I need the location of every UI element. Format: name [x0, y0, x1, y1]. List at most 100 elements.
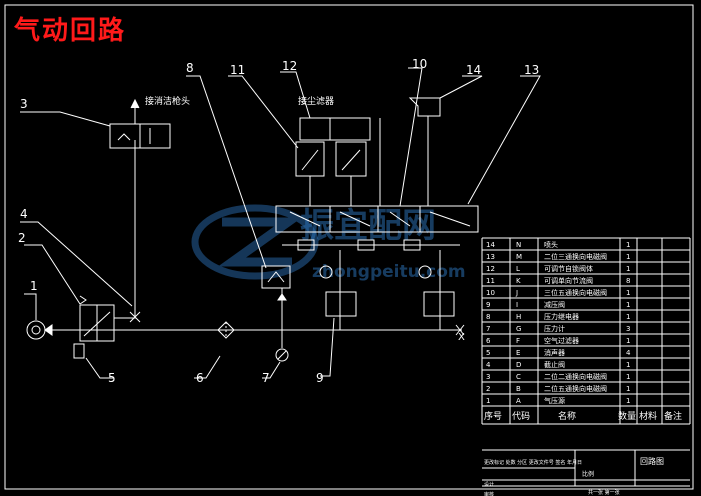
bom-row-code: H — [516, 313, 521, 321]
watermark-text: 振宜配网 — [300, 206, 436, 246]
bom-row-no: 7 — [486, 325, 490, 333]
valve-2-spring — [79, 295, 87, 305]
leader-1 — [24, 293, 37, 320]
air-source-icon — [26, 320, 46, 340]
bom-row-qty: 1 — [626, 289, 630, 297]
bom-row-qty: 1 — [626, 337, 630, 345]
bom-row-no: 14 — [486, 241, 495, 249]
bom-row-name: 消声器 — [544, 348, 565, 357]
note-top-mid: 接尘滤器 — [298, 95, 334, 107]
leader-10 — [399, 67, 423, 207]
bom-row-qty: 1 — [626, 253, 630, 261]
silencer-5 — [73, 343, 85, 359]
leader-5 — [85, 357, 114, 379]
leader-12 — [280, 71, 311, 119]
valve-10-body — [275, 205, 479, 233]
callout-3: 3 — [20, 97, 28, 111]
title-block-page: 共一张 第一张 — [588, 489, 620, 496]
bom-row-code: D — [516, 361, 521, 369]
bom-row-qty: 1 — [626, 361, 630, 369]
callout-11: 11 — [230, 63, 245, 77]
x-mark-label: X — [458, 332, 465, 343]
callout-2: 2 — [18, 231, 26, 245]
bom-row-name: 可调节自锁阀体 — [544, 264, 593, 273]
pressure-relay-8 — [261, 265, 291, 289]
bom-row-code: L — [516, 265, 520, 273]
drawing-title: 气动回路 — [14, 16, 127, 46]
leader-4 — [20, 221, 133, 307]
callout-10: 10 — [412, 57, 427, 71]
outer-frame — [4, 4, 694, 490]
bom-header-mat: 材料 — [639, 410, 657, 422]
title-block-drawing: 回路图 — [640, 456, 664, 466]
bom-row-no: 5 — [486, 349, 490, 357]
bom-row-name: 压力计 — [544, 324, 565, 333]
leader-6 — [194, 355, 221, 379]
leader-14 — [439, 75, 483, 99]
bom-row-name: 二位三通换向电磁阀 — [544, 252, 607, 261]
air-source-inner — [31, 325, 41, 335]
title-block-review: 审核 — [484, 491, 494, 496]
bom-row-code: J — [515, 289, 518, 297]
callout-13: 13 — [524, 63, 539, 77]
bom-row-code: E — [516, 349, 520, 357]
bom-row-qty: 1 — [626, 241, 630, 249]
bom-row-code: M — [516, 253, 522, 261]
bom-row-name: 气压源 — [544, 396, 565, 405]
bom-row-name: 空气过滤器 — [544, 336, 579, 345]
bom-row-qty: 1 — [626, 313, 630, 321]
reducing-valve-9 — [325, 291, 357, 317]
cylinder-12 — [299, 117, 371, 141]
bom-row-name: 减压阀 — [544, 300, 565, 309]
bom-row-qty: 3 — [626, 325, 630, 333]
bom-row-no: 8 — [486, 313, 490, 321]
bom-row-no: 11 — [486, 277, 495, 285]
bom-row-name: 可调单向节流阀 — [544, 276, 593, 285]
bom-header-no: 序号 — [484, 410, 502, 422]
callout-1: 1 — [30, 279, 38, 293]
callout-5: 5 — [108, 371, 116, 385]
gauge-13 — [418, 265, 432, 279]
bom-header-qty: 数量 — [618, 410, 636, 422]
bom-row-code: F — [516, 337, 520, 345]
bom-row-code: A — [516, 397, 521, 405]
bom-row-name: 三位五通换向电磁阀 — [544, 288, 607, 297]
bom-row-no: 9 — [486, 301, 490, 309]
bom-row-name: 截止阀 — [544, 360, 565, 369]
callout-7: 7 — [262, 371, 270, 385]
callout-8: 8 — [186, 61, 194, 75]
pressure-gauge-7 — [275, 348, 289, 362]
air-filter-6 — [217, 321, 235, 339]
title-block-scale: 比例 — [582, 470, 594, 478]
bom-row-qty: 1 — [626, 397, 630, 405]
leader-11 — [228, 75, 299, 149]
leader-7 — [262, 361, 281, 379]
bom-row-qty: 1 — [626, 265, 630, 273]
reducing-valve-13 — [423, 291, 455, 317]
bom-row-name: 喷头 — [544, 240, 558, 249]
leader-9 — [320, 317, 335, 377]
title-block-row1: 更改标记 处数 分区 更改文件号 签名 年月日 — [484, 459, 582, 466]
throttle-valve-11b — [335, 141, 367, 177]
bom-row-no: 12 — [486, 265, 495, 273]
bom-row-no: 2 — [486, 385, 490, 393]
leader-2 — [24, 244, 81, 305]
callout-6: 6 — [196, 371, 204, 385]
bom-row-code: K — [516, 277, 521, 285]
bom-row-no: 10 — [486, 289, 495, 297]
callout-12: 12 — [282, 59, 297, 73]
bom-header-code: 代码 — [512, 411, 530, 422]
title-block-design: 设计 — [484, 481, 494, 488]
bom-row-code: B — [516, 385, 521, 393]
note-top-left: 接消洁枪头 — [145, 95, 190, 107]
bom-row-no: 4 — [486, 361, 491, 369]
gauge-9 — [319, 265, 333, 279]
bom-header-name: 名称 — [558, 410, 576, 422]
bom-row-name: 二位五通换向电磁阀 — [544, 384, 607, 393]
throttle-valve-11a — [295, 141, 325, 177]
bom-row-qty: 1 — [626, 373, 630, 381]
leader-13 — [467, 75, 541, 205]
watermark-logo-icon — [191, 204, 319, 280]
